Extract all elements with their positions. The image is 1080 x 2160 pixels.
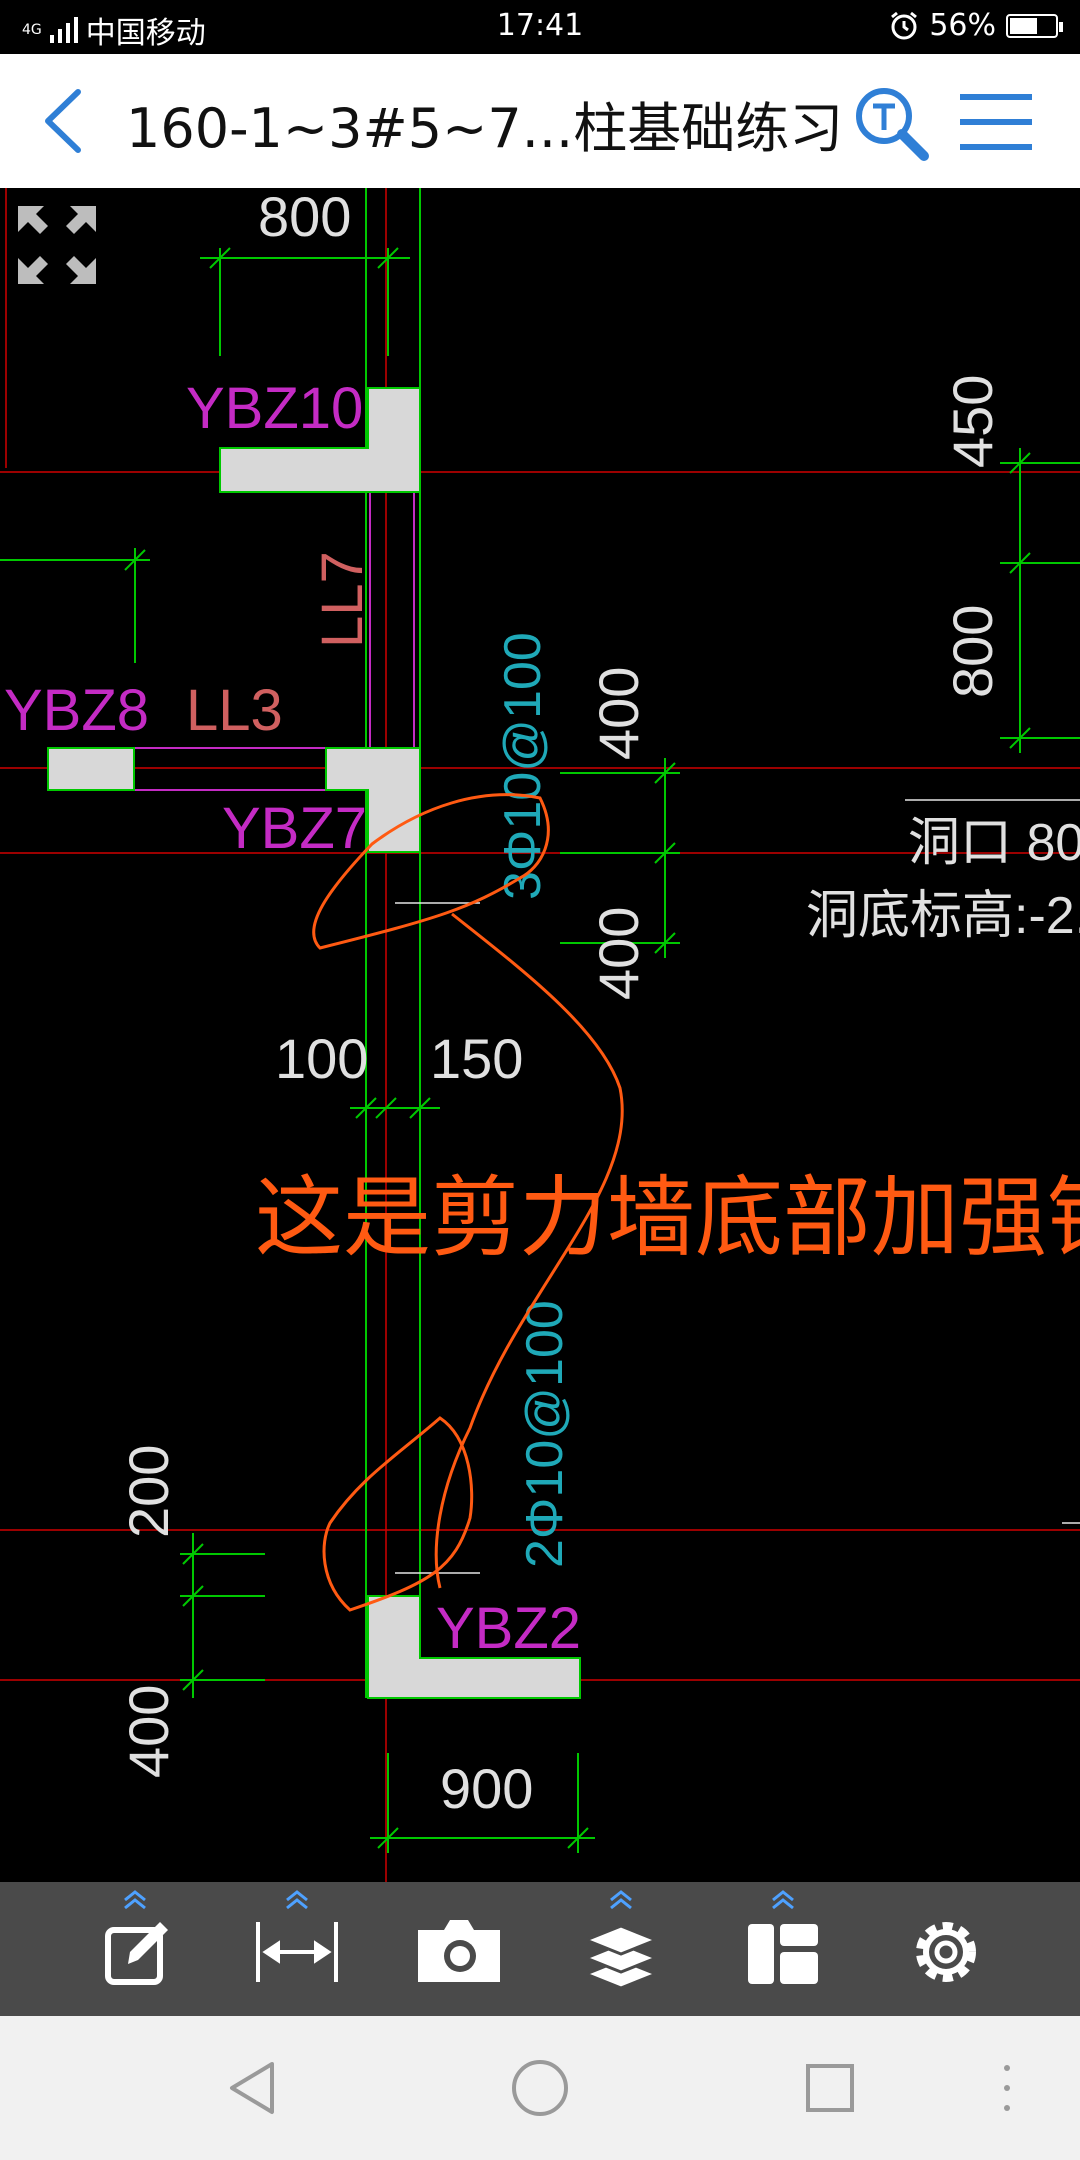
expand-chevron-icon [772, 1890, 794, 1910]
edit-icon [105, 1922, 168, 1985]
beam-labels: LL3 LL7 [186, 551, 375, 743]
gear-icon [916, 1922, 976, 1982]
cad-drawing-canvas[interactable]: 800 100 150 900 450 800 400 400 200 400 … [0, 188, 1080, 1882]
status-right: 56% [889, 8, 1063, 43]
back-icon[interactable] [30, 84, 100, 158]
battery-percent: 56% [929, 8, 996, 43]
beam-lines [130, 488, 415, 791]
rebar-top: 3Φ10@100 [494, 632, 552, 900]
layout-icon [748, 1924, 818, 1984]
label-ll3: LL3 [186, 678, 283, 743]
nav-back-icon[interactable] [222, 2056, 286, 2120]
text-search-icon[interactable] [852, 84, 930, 162]
dim-900: 900 [440, 1757, 533, 1820]
expand-chevron-icon [610, 1890, 632, 1910]
layers-tool[interactable] [566, 1882, 676, 2016]
camera-tool[interactable] [404, 1882, 514, 2016]
edit-tool[interactable] [80, 1882, 190, 2016]
app-header: 160-1~3#5~7...柱基础练习 [0, 54, 1080, 188]
bottom-toolbar [0, 1882, 1080, 2016]
dim-right-800: 800 [941, 605, 1004, 698]
camera-icon [418, 1920, 500, 1982]
dim-400-b: 400 [587, 907, 650, 1000]
member-labels: YBZ10 YBZ8 YBZ7 YBZ2 [4, 376, 581, 1661]
opening-texts: 洞口 800 洞底标高:-2.50 [806, 814, 1080, 945]
nav-more-icon[interactable] [990, 2056, 1024, 2120]
dim-top-800: 800 [258, 188, 351, 248]
label-ybz8: YBZ8 [4, 678, 149, 743]
nav-home-icon[interactable] [508, 2056, 572, 2120]
settings-tool[interactable] [890, 1882, 1000, 2016]
dim-100: 100 [275, 1027, 368, 1090]
label-ybz7: YBZ7 [222, 796, 367, 861]
opening-size: 洞口 800 [908, 814, 1080, 872]
dim-150: 150 [430, 1027, 523, 1090]
hand-drawn-annotation [312, 793, 624, 1612]
measure-icon [256, 1922, 338, 1982]
dimension-texts: 800 100 150 900 450 800 400 400 200 400 [117, 188, 1004, 1820]
network-type: 4G [22, 22, 42, 38]
fullscreen-icon[interactable] [18, 206, 96, 284]
signal-icon [49, 17, 78, 43]
expand-chevron-icon [286, 1890, 308, 1910]
battery-icon [1006, 13, 1063, 38]
layout-tool[interactable] [728, 1882, 838, 2016]
dimension-ticks [124, 247, 1031, 1849]
status-left: 4G 中国移动 [22, 8, 206, 52]
carrier-name: 中国移动 [85, 16, 206, 51]
nav-recents-icon[interactable] [798, 2056, 862, 2120]
dim-400-a: 400 [587, 667, 650, 760]
expand-chevron-icon [124, 1890, 146, 1910]
dim-right-450: 450 [941, 375, 1004, 468]
annotation-text: 这是剪力墙底部加强钢筋 [255, 1168, 1080, 1267]
alarm-icon [891, 11, 918, 39]
rebar-texts: 3Φ10@100 2Φ10@100 [494, 632, 574, 1568]
system-nav-bar [0, 2016, 1080, 2160]
dimension-lines [0, 248, 1080, 1853]
label-ybz2: YBZ2 [436, 1596, 581, 1661]
status-time: 17:41 [496, 8, 584, 43]
measure-tool[interactable] [242, 1882, 352, 2016]
drawing-title: 160-1~3#5~7...柱基础练习 [126, 97, 844, 160]
label-ll7: LL7 [310, 551, 375, 648]
rebar-bottom: 2Φ10@100 [516, 1300, 574, 1568]
label-ybz10: YBZ10 [186, 376, 363, 441]
status-bar: 4G 中国移动 17:41 56% [0, 0, 1080, 54]
layers-icon [581, 1924, 661, 1990]
dim-200: 200 [117, 1445, 180, 1538]
menu-icon[interactable] [960, 88, 1040, 156]
opening-elevation: 洞底标高:-2.50 [806, 887, 1080, 945]
dim-400-c: 400 [117, 1685, 180, 1778]
